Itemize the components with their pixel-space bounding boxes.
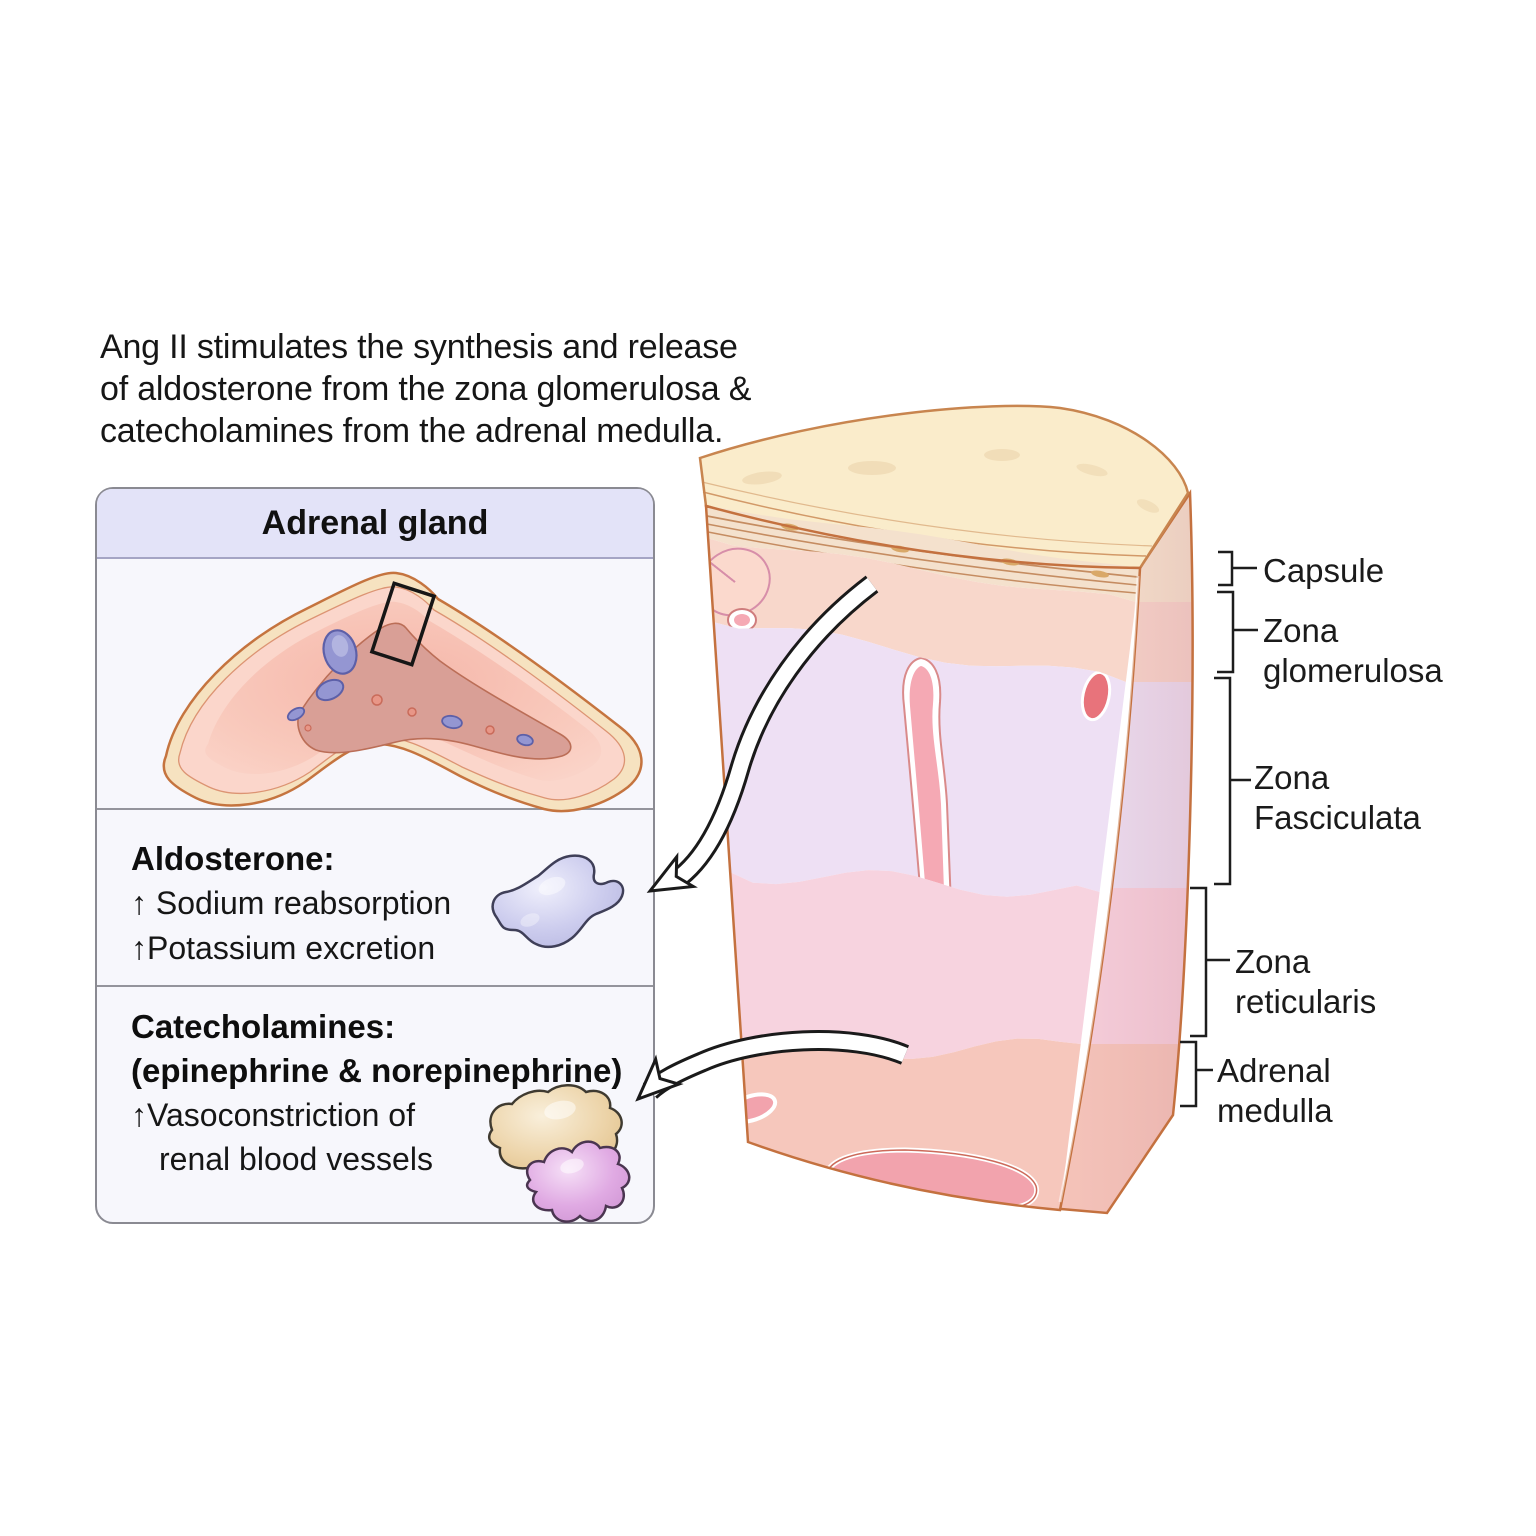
aldosterone-title: Aldosterone: (131, 840, 335, 877)
label-capsule: Capsule (1263, 552, 1385, 589)
label-zona-reticularis: Zona reticularis (1235, 943, 1377, 1020)
aldosterone-effect-sodium: ↑ Sodium reabsorption (131, 885, 452, 921)
intro-caption: Ang II stimulates the synthesis and rele… (100, 326, 751, 452)
bracket-zona-fasciculata (1214, 676, 1251, 886)
bracket-zona-glomerulosa (1217, 590, 1258, 674)
tissue-side-face (1060, 493, 1193, 1213)
label-adrenal-medulla: Adrenal medulla (1217, 1052, 1333, 1129)
tissue-fold-highlight (1058, 575, 1140, 1203)
small-vessel (727, 608, 757, 632)
tissue-top-face (698, 404, 1190, 570)
aldosterone-effect-potassium: ↑Potassium excretion (131, 930, 436, 966)
catecholamines-effect-line2: renal blood vessels (159, 1141, 433, 1177)
intro-line: Ang II stimulates the synthesis and rele… (100, 328, 738, 366)
tissue-side-outline (1060, 489, 1194, 1215)
bracket-capsule (1218, 550, 1257, 587)
blood-vessel (902, 656, 1112, 897)
tissue-front-outline (704, 504, 1142, 1212)
catecholamines-title: Catecholamines: (131, 1008, 396, 1045)
catecholamines-section: Catecholamines: (epinephrine & norepinep… (97, 987, 653, 1181)
bracket-adrenal-medulla (1180, 1040, 1213, 1108)
label-zona-glomerulosa: Zona glomerulosa (1263, 612, 1443, 689)
bracket-zona-reticularis (1190, 886, 1230, 1038)
catecholamines-subtitle: (epinephrine & norepinephrine) (131, 1052, 623, 1089)
gland-illustration-section (97, 559, 653, 810)
zoom-arrow-catecholamines (635, 1030, 910, 1102)
aldosterone-section: Aldosterone: ↑ Sodium reabsorption ↑Pota… (97, 810, 653, 987)
intro-line: of aldosterone from the zona glomerulosa… (100, 370, 752, 408)
adrenal-gland-panel: Adrenal gland Aldosterone: ↑ Sodium reab… (95, 487, 655, 1224)
intro-line: catecholamines from the adrenal medulla. (100, 412, 724, 450)
catecholamines-effect-line1: ↑Vasoconstriction of (131, 1097, 415, 1133)
zone-brackets (1180, 550, 1258, 1108)
zoom-arrow-aldosterone (646, 575, 879, 893)
label-zona-fasciculata: Zona Fasciculata (1254, 759, 1421, 836)
medullary-sinus (742, 1092, 1040, 1210)
panel-title: Adrenal gland (97, 489, 653, 559)
